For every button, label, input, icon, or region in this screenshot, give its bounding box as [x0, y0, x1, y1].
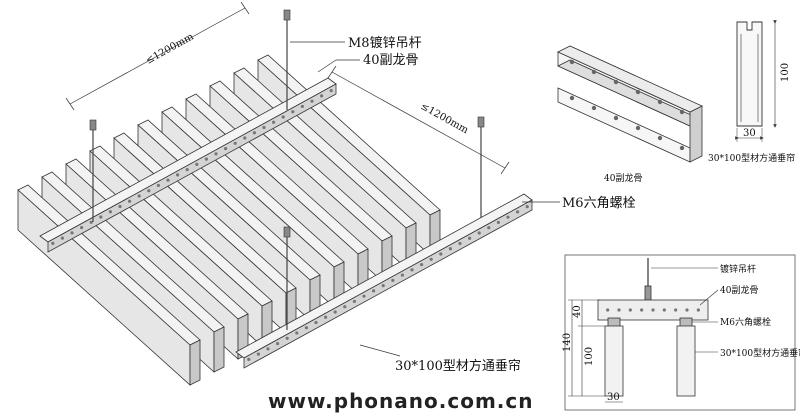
section-label-keel: 40副龙骨 — [720, 284, 758, 296]
isometric-ceiling-view — [17, 1, 560, 386]
dimension-lines — [65, 1, 510, 175]
section-label-rod: 镀锌吊杆 — [720, 263, 756, 275]
dim-span-b: ≤1200mm — [419, 101, 471, 136]
label-rod: M8镀锌吊杆 — [348, 35, 422, 51]
dim-span-a: ≤1200mm — [144, 31, 196, 66]
section-dim-30: 30 — [607, 392, 620, 403]
profile-height: 100 — [780, 63, 791, 82]
section-detail — [564, 254, 796, 411]
profile-width: 30 — [743, 128, 756, 139]
leader-lines — [290, 41, 560, 357]
section-label-bolt: M6六角螺栓 — [720, 316, 771, 328]
label-baffle: 30*100型材方通垂帘 — [395, 358, 521, 374]
keel-detail — [557, 45, 703, 163]
keel-detail-caption: 40副龙骨 — [604, 172, 642, 184]
secondary-keel-lower — [235, 193, 533, 369]
keel-holes-lower — [247, 205, 529, 361]
label-keel: 40副龙骨 — [363, 53, 419, 68]
section-label-baffle: 30*100型材方通垂帘 — [720, 347, 800, 359]
profile-detail — [735, 20, 777, 142]
hanging-rods — [92, 15, 482, 330]
section-keel-holes — [606, 308, 700, 312]
profile-caption: 30*100型材方通垂帘 — [708, 152, 795, 164]
section-dim-40: 40 — [572, 305, 583, 318]
section-dim-100: 100 — [584, 347, 595, 366]
section-dim-140: 140 — [562, 333, 573, 352]
keel-holes-upper — [51, 89, 333, 245]
secondary-keel-upper — [39, 77, 337, 253]
rod-nuts — [89, 9, 485, 238]
keel-detail-holes — [569, 59, 685, 151]
label-bolt: M6六角螺栓 — [562, 196, 636, 211]
watermark-text: www.phonano.com.cn — [268, 389, 533, 413]
